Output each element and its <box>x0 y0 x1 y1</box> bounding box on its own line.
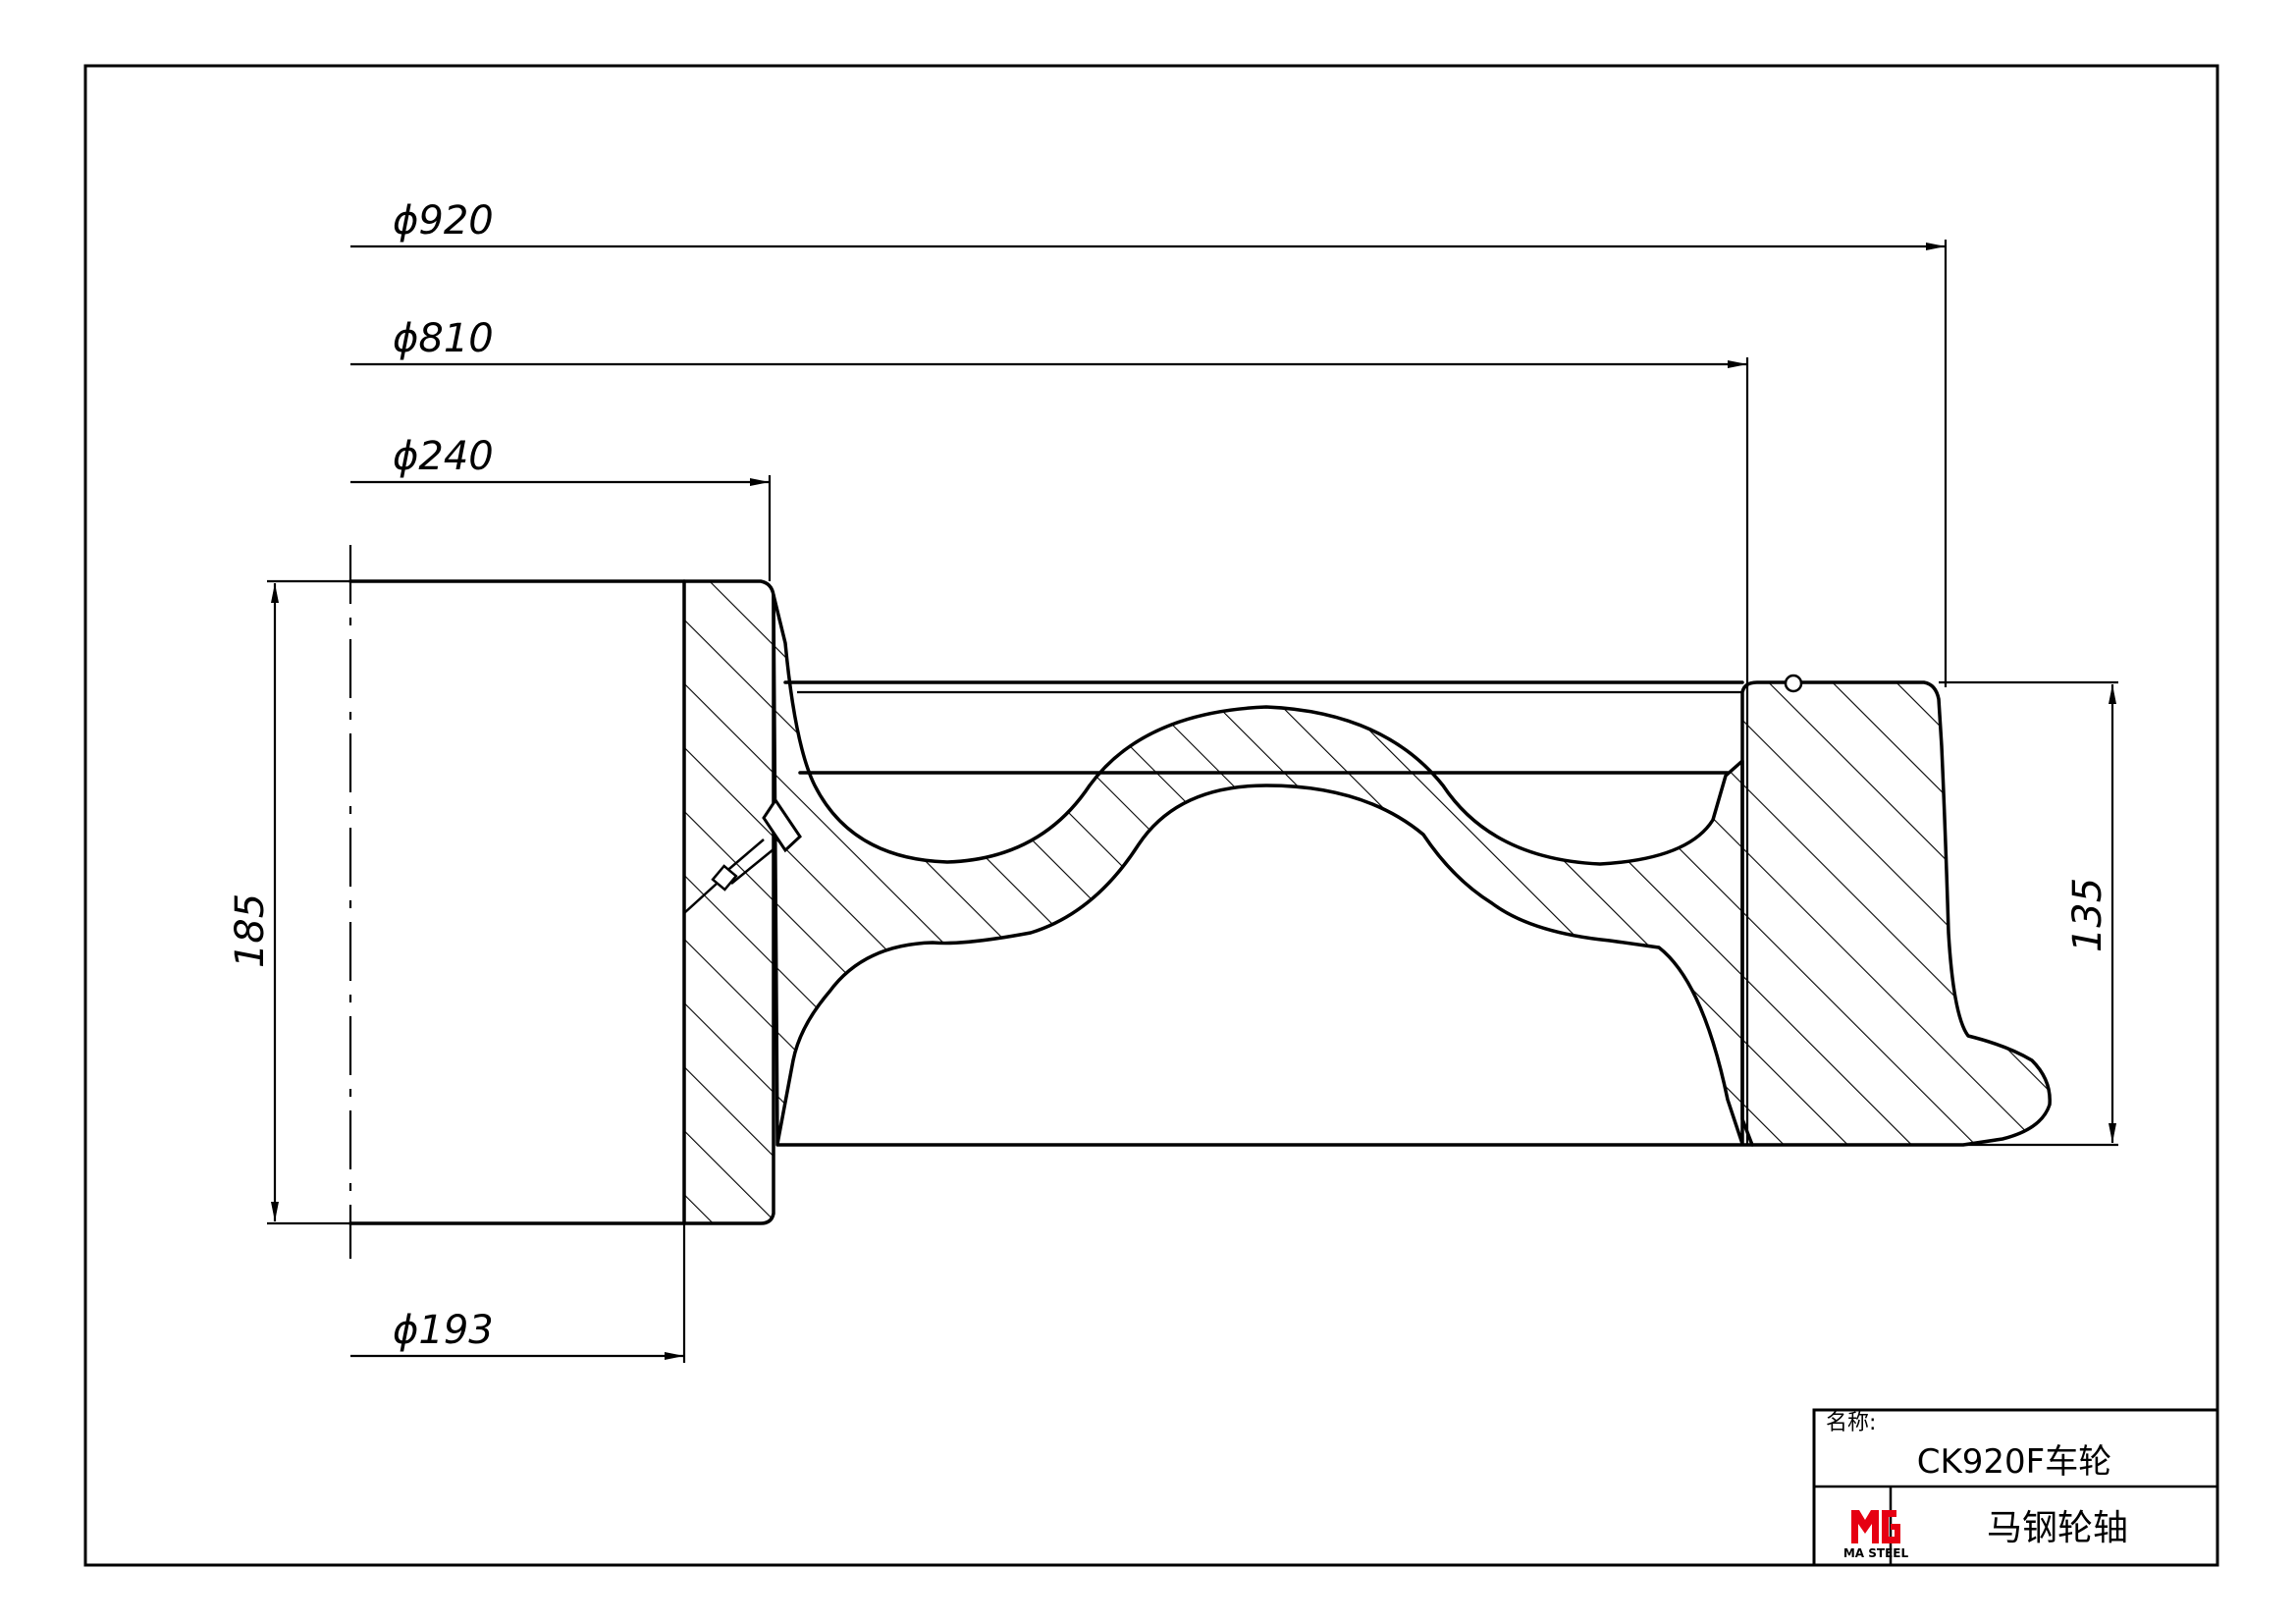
rim-groove <box>1784 674 1803 693</box>
svg-text:MA STEEL: MA STEEL <box>1843 1546 1909 1560</box>
oil-hole-fitting <box>683 797 802 914</box>
dim-text-810: ϕ810 <box>393 316 494 361</box>
dim-text-920: ϕ920 <box>393 198 494 243</box>
dim-text-240: ϕ240 <box>393 434 494 479</box>
title-block-name-label: 名称: <box>1826 1411 1876 1435</box>
title-block-company: 马钢轮轴 <box>1987 1508 2128 1548</box>
hub-section <box>682 579 775 1225</box>
title-block: 名称: CK920F车轮 MA STEEL 马钢轮轴 <box>1812 1408 2219 1567</box>
ma-steel-logo: MA STEEL <box>1843 1510 1909 1560</box>
web-section <box>772 593 1744 1146</box>
dim-text-193: ϕ193 <box>393 1308 494 1353</box>
drawing-frame <box>83 64 2219 1567</box>
dim-text-185: 185 <box>228 893 273 968</box>
dim-text-135: 135 <box>2065 878 2110 952</box>
title-block-part-name: CK920F车轮 <box>1917 1442 2112 1482</box>
rim-section <box>1740 680 2052 1147</box>
